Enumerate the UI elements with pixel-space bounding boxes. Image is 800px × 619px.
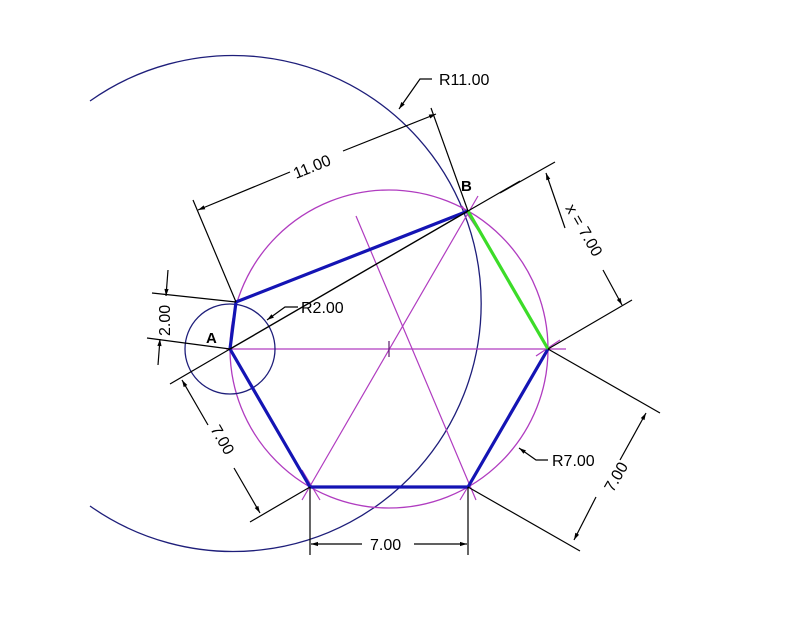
dim-bottom-7	[309, 487, 469, 555]
r11-leader	[398, 78, 432, 110]
dim-2-label: 2.00	[157, 305, 174, 336]
dim-11	[192, 107, 469, 303]
dim-bottom-7-label: 7.00	[370, 537, 401, 554]
r2-circle	[184, 303, 276, 395]
dim-x	[499, 161, 633, 350]
dim-right-7	[467, 348, 661, 552]
r7-leader	[518, 447, 548, 461]
dim-2	[146, 269, 237, 366]
construction-lines	[226, 195, 566, 501]
side-x-highlight	[466, 210, 550, 350]
dim-11-label: 11.00	[291, 152, 333, 182]
r11-arc	[89, 54, 482, 553]
dim-left-7-label: 7.00	[207, 423, 237, 459]
dim-x-label: x = 7.00	[562, 202, 605, 260]
hexagon-outline	[228, 209, 550, 489]
line-ab	[229, 210, 469, 350]
r2-label: R2.00	[301, 300, 344, 317]
dim-left-7	[169, 348, 311, 523]
point-a-label: A	[206, 330, 217, 347]
r7-label: R7.00	[552, 453, 595, 470]
point-b-label: B	[461, 178, 472, 195]
r2-leader	[266, 306, 298, 321]
dim-right-7-label: 7.00	[602, 459, 632, 495]
r11-label: R11.00	[439, 72, 490, 89]
